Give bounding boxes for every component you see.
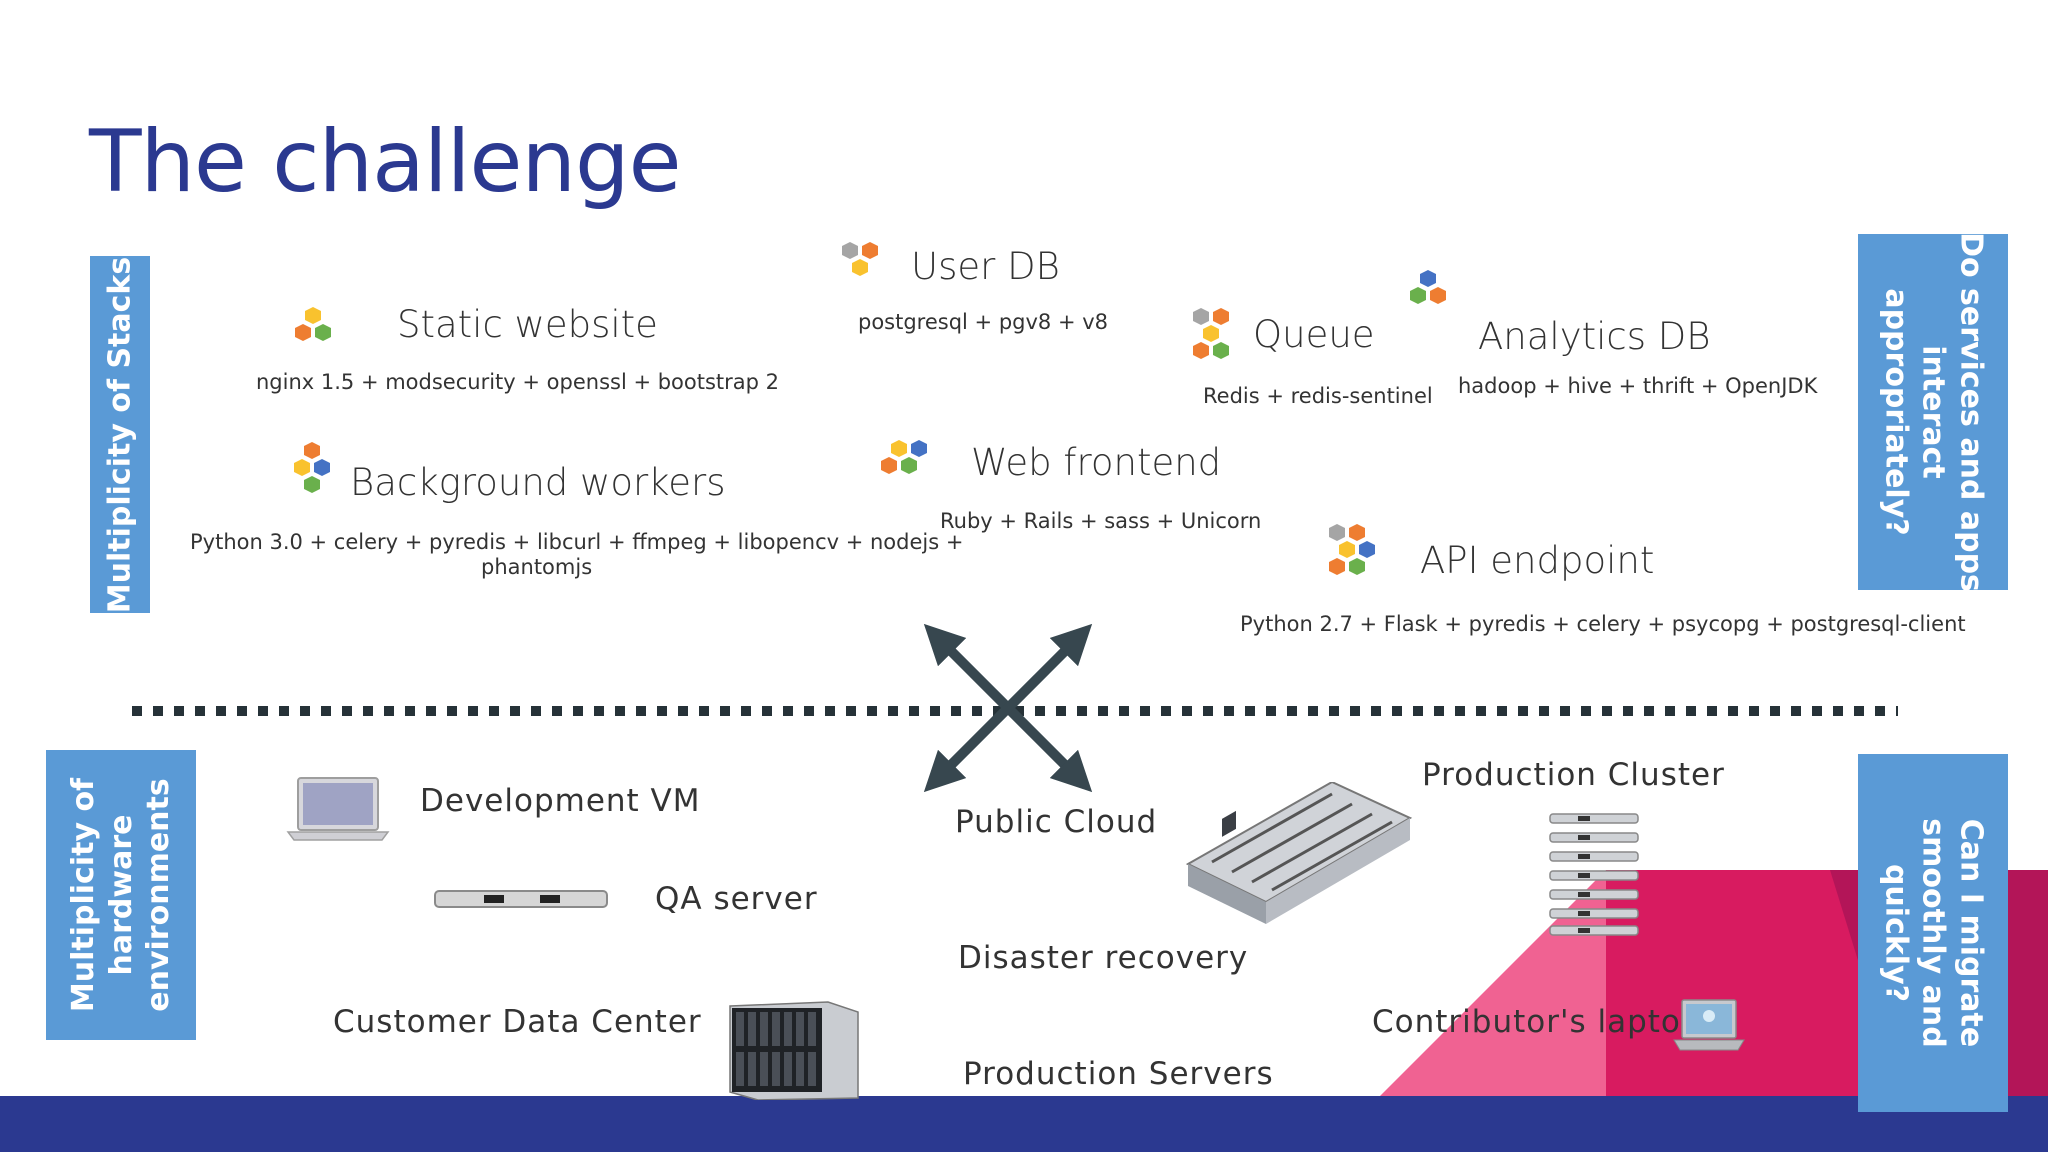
side-label-line: quickly? bbox=[1878, 863, 1914, 1003]
side-label-text: Can I migrate smoothly and quickly? bbox=[1877, 818, 1990, 1047]
hexagon-cluster-icon bbox=[842, 242, 878, 276]
env-production-servers: Production Servers bbox=[963, 1056, 1274, 1092]
stack-title-web-frontend: Web frontend bbox=[971, 441, 1222, 484]
hexagon-cluster-icon bbox=[1193, 308, 1229, 359]
blade-chassis-icon bbox=[1185, 782, 1413, 924]
env-contributors-laptop: Contributor's laptop bbox=[1372, 1004, 1702, 1040]
side-label-multiplicity-of-hardware: Multiplicity of hardware environments bbox=[46, 750, 196, 1040]
env-qa-server: QA server bbox=[655, 881, 818, 917]
side-label-line: interact bbox=[1915, 345, 1951, 479]
stack-sub-background-workers-line-1: Python 3.0 + celery + pyredis + libcurl … bbox=[190, 530, 964, 554]
stack-title-analytics-db: Analytics DB bbox=[1478, 315, 1711, 358]
env-disaster-recovery: Disaster recovery bbox=[958, 940, 1249, 976]
side-label-line: hardware bbox=[103, 814, 139, 976]
hexagon-cluster-icon bbox=[295, 307, 331, 341]
side-label-migrate-smoothly: Can I migrate smoothly and quickly? bbox=[1858, 754, 2008, 1112]
side-label-line: smoothly and bbox=[1915, 818, 1951, 1048]
stack-title-static-website: Static website bbox=[397, 303, 658, 346]
side-label-line: Do services and apps bbox=[1953, 232, 1989, 592]
stack-sub-static-website: nginx 1.5 + modsecurity + openssl + boot… bbox=[256, 370, 780, 394]
stack-sub-web-frontend: Ruby + Rails + sass + Unicorn bbox=[940, 509, 1262, 533]
stack-title-background-workers: Background workers bbox=[350, 461, 726, 504]
hexagon-cluster-icon bbox=[294, 442, 330, 493]
side-label-text: Do services and apps interact appropriat… bbox=[1877, 232, 1990, 592]
stack-sub-api-endpoint: Python 2.7 + Flask + pyredis + celery + … bbox=[1240, 612, 1966, 636]
side-label-line: Can I migrate bbox=[1953, 818, 1989, 1048]
side-label-line: appropriately? bbox=[1878, 288, 1914, 536]
env-customer-data-center: Customer Data Center bbox=[333, 1004, 702, 1040]
env-public-cloud: Public Cloud bbox=[955, 804, 1158, 840]
side-label-text: Multiplicity of hardware environments bbox=[65, 778, 178, 1012]
cross-arrows-icon bbox=[923, 623, 1093, 793]
stack-sub-user-db: postgresql + pgv8 + v8 bbox=[858, 310, 1109, 334]
laptop-icon bbox=[1673, 999, 1745, 1051]
hexagon-cluster-icon bbox=[1410, 270, 1446, 304]
side-label-line: Multiplicity of bbox=[65, 777, 101, 1013]
stack-sub-analytics-db: hadoop + hive + thrift + OpenJDK bbox=[1458, 374, 1818, 398]
blade-chassis-icon bbox=[729, 1001, 859, 1100]
stack-title-user-db: User DB bbox=[911, 245, 1060, 288]
env-production-cluster: Production Cluster bbox=[1422, 757, 1725, 793]
side-label-services-interact: Do services and apps interact appropriat… bbox=[1858, 232, 2008, 592]
stack-title-queue: Queue bbox=[1253, 313, 1375, 356]
rack-server-icon bbox=[434, 890, 608, 908]
side-label-text: Multiplicity of Stacks bbox=[102, 256, 138, 613]
side-label-line: environments bbox=[140, 778, 176, 1012]
stack-title-api-endpoint: API endpoint bbox=[1420, 539, 1655, 582]
env-development-vm: Development VM bbox=[420, 783, 701, 819]
bottom-bar bbox=[0, 1096, 2048, 1152]
page-title: The challenge bbox=[89, 112, 681, 212]
stack-sub-background-workers-line-2: phantomjs bbox=[481, 555, 593, 579]
stack-sub-queue: Redis + redis-sentinel bbox=[1203, 384, 1433, 408]
side-label-multiplicity-of-stacks: Multiplicity of Stacks bbox=[90, 256, 150, 613]
hexagon-cluster-icon bbox=[1329, 524, 1375, 575]
laptop-icon bbox=[286, 777, 390, 841]
server-cluster-icon bbox=[1549, 813, 1639, 936]
hexagon-cluster-icon bbox=[881, 440, 927, 474]
